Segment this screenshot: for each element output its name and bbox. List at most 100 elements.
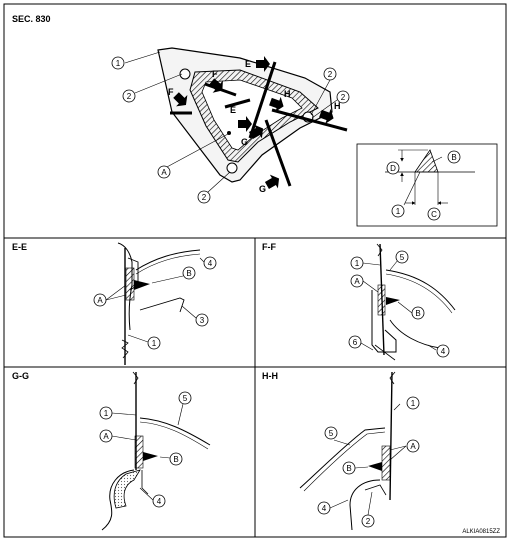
trim-4 [135,249,201,271]
figure-code: ALKIA0815ZZ [462,529,500,535]
svg-text:B: B [451,153,456,162]
callout-6: 6 [348,335,362,349]
svg-text:F: F [168,87,174,97]
trim-4 [349,479,381,531]
callout-5: 5 [178,391,192,405]
quarter-glass-overview: 1 2 2 2 2 A E E F F G [111,47,350,204]
svg-text:B: B [346,464,351,473]
section-panel-H-H: H-H 1 5 A B 4 2 [262,371,420,531]
svg-text:1: 1 [104,409,109,418]
svg-text:1: 1 [355,259,360,268]
adhesive-bead [125,267,135,301]
svg-text:C: C [431,210,437,219]
svg-text:A: A [410,442,416,451]
section-cut-H [271,108,348,132]
callout-1: 1 [391,204,405,218]
section-arrow-E: E [230,105,252,132]
callout-4: 4 [203,256,217,270]
section-panel-G-G: G-G 1 5 A B 4 [12,371,211,531]
svg-text:4: 4 [441,347,446,356]
callout-B: B [342,461,356,475]
callout-2: 2 [197,190,211,204]
svg-text:E: E [245,59,251,69]
svg-text:B: B [186,269,191,278]
callout-B: B [411,306,425,320]
svg-text:1: 1 [411,399,416,408]
trim-4 [101,469,135,531]
svg-text:A: A [103,432,109,441]
body-panel [371,290,397,353]
svg-text:4: 4 [157,497,162,506]
callout-B: B [169,452,183,466]
callout-4: 4 [436,344,450,358]
svg-text:E: E [230,105,236,115]
section-label: SEC. 830 [12,14,51,24]
callout-A: A [157,165,171,179]
svg-text:4: 4 [208,259,213,268]
adhesive-bead [381,445,391,481]
svg-text:G: G [259,184,266,194]
callout-4: 4 [152,494,166,508]
svg-text:5: 5 [329,429,334,438]
spacer-clip [226,162,238,174]
svg-text:2: 2 [341,93,346,102]
section-arrow-H: H [319,101,341,124]
svg-text:2: 2 [202,193,207,202]
section-panel-E-E: E-E 4 B A 3 1 [12,242,217,365]
callout-B: B [182,266,196,280]
section-arrow-G: G [259,174,280,194]
trim-5 [139,417,211,446]
svg-text:5: 5 [183,394,188,403]
svg-text:6: 6 [353,338,358,347]
svg-text:2: 2 [328,70,333,79]
callout-5: 5 [395,250,409,264]
section-arrow-H: H [269,89,291,112]
svg-text:B: B [415,309,420,318]
svg-text:2: 2 [366,517,371,526]
callout-5: 5 [324,426,338,440]
svg-text:B: B [173,455,178,464]
trim-5 [385,269,456,311]
callout-1: 1 [406,396,420,410]
panel-title: H-H [262,371,278,381]
section-arrow-F: F [209,69,223,93]
trim-5 [299,427,386,489]
molding-3 [139,297,185,313]
svg-text:1: 1 [396,207,401,216]
callout-A: A [406,439,420,453]
svg-text:A: A [97,296,103,305]
section-cut-E [248,61,277,139]
svg-text:H: H [284,89,291,99]
callout-1: 1 [147,336,161,350]
section-arrow-F: F [168,87,188,107]
svg-text:A: A [354,277,360,286]
svg-text:F: F [212,69,218,79]
callout-D: D [386,161,400,175]
panel-title: F-F [262,242,276,252]
callout-4: 4 [317,501,331,515]
callout-A: A [350,274,364,288]
callout-3: 3 [195,313,209,327]
callout-C: C [427,207,441,221]
section-arrow-G: G [241,124,264,147]
callout-1: 1 [99,406,113,420]
section-cut-G [264,119,292,187]
svg-text:5: 5 [400,253,405,262]
svg-text:3: 3 [200,316,205,325]
svg-text:1: 1 [116,59,121,68]
svg-text:4: 4 [322,504,327,513]
section-panel-F-F: F-F 1 5 A B 6 4 [262,242,456,361]
adhesive-bead [134,435,144,469]
section-arrow-E: E [245,56,270,72]
bead-detail-inset: B D 1 C [356,143,498,227]
svg-text:A: A [161,168,167,177]
adhesive-bead [377,284,386,316]
callout-A: A [93,293,107,307]
callout-B: B [447,150,461,164]
svg-text:G: G [241,137,248,147]
callout-A: A [99,429,113,443]
panel-title: E-E [12,242,27,252]
callout-1: 1 [111,56,125,70]
glass-line [389,371,393,501]
